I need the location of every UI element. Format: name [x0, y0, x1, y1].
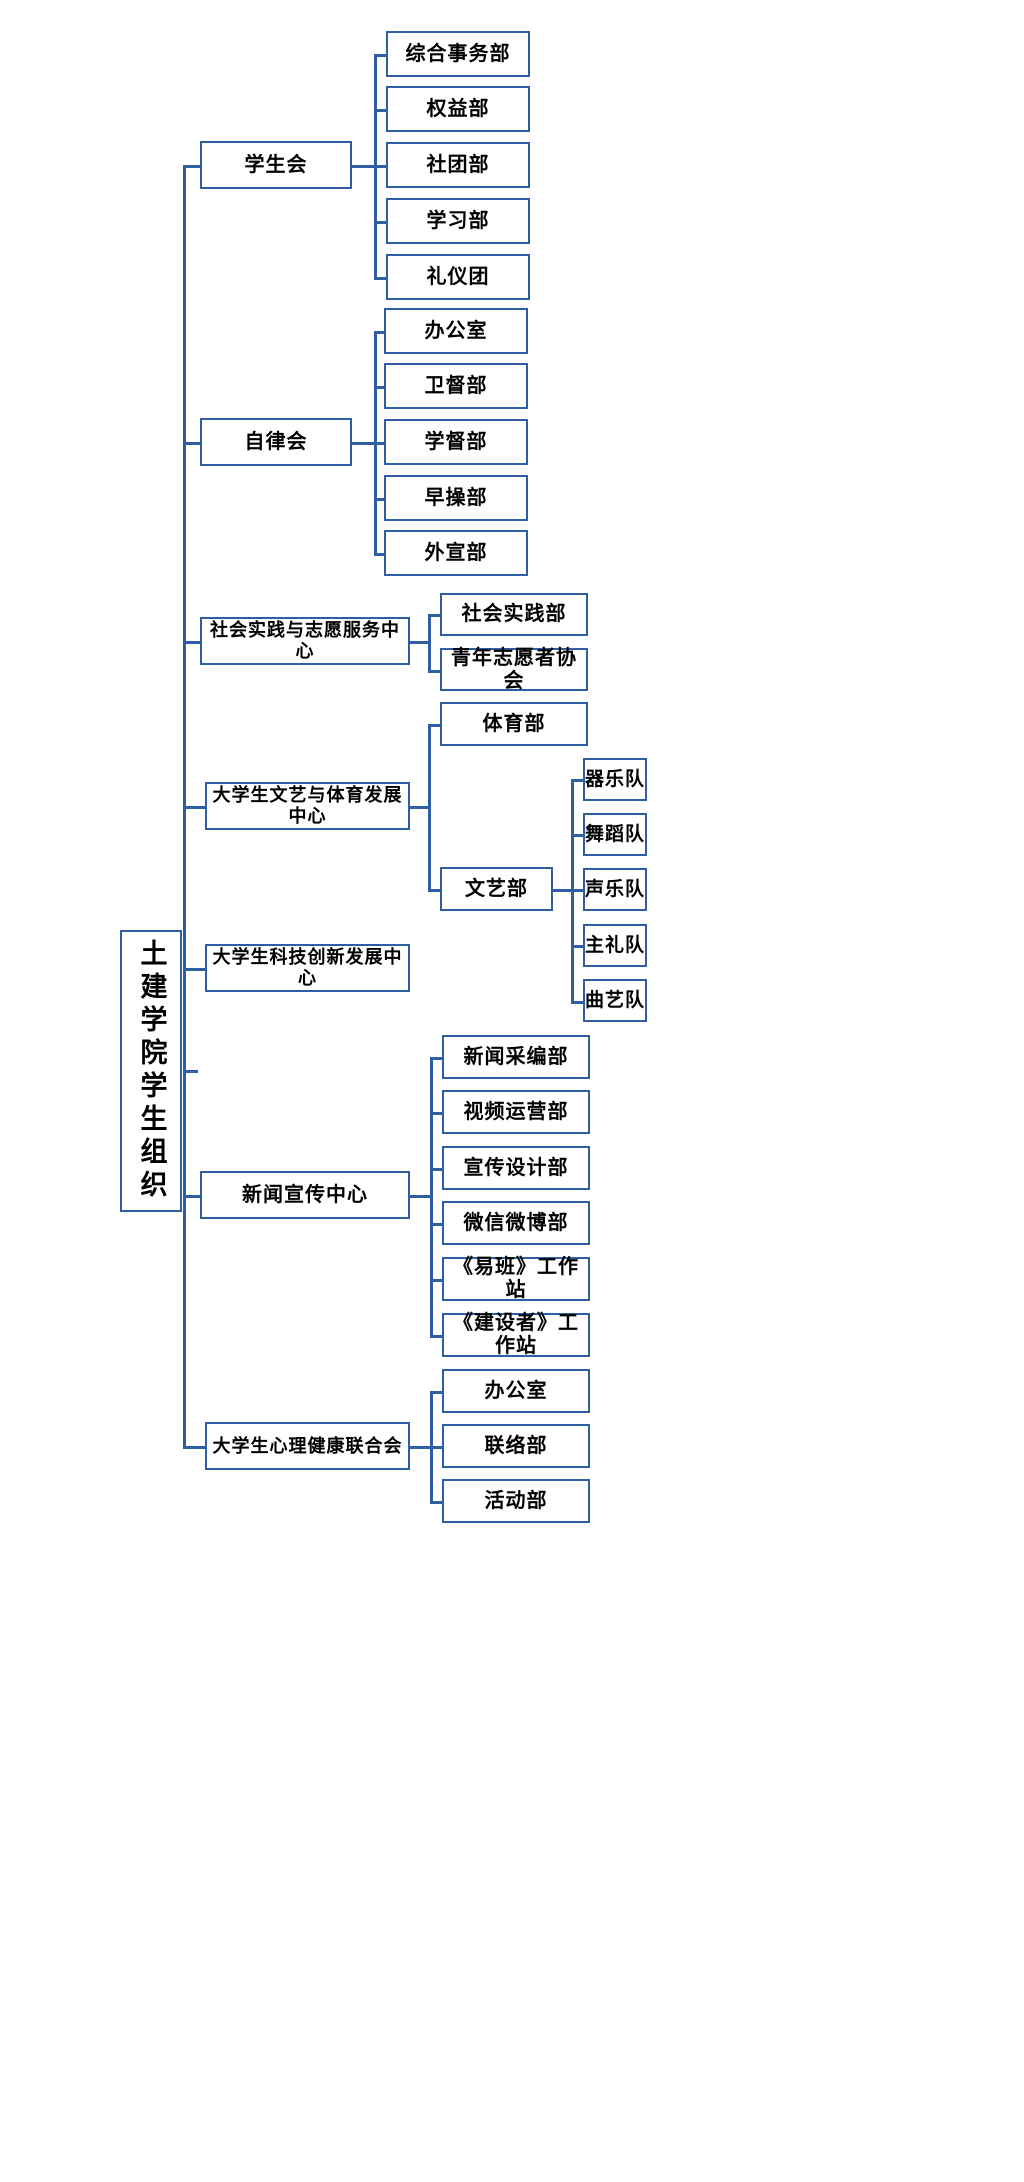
connector-out-xinli — [410, 1446, 432, 1449]
connector-child-stub — [428, 889, 440, 892]
branch-node-xinli[interactable]: 大学生心理健康联合会 — [205, 1422, 410, 1470]
leaf-node[interactable]: 综合事务部 — [386, 31, 530, 77]
leaf-node[interactable]: 社会实践部 — [440, 593, 588, 636]
connector-bus-xinwen — [430, 1057, 433, 1335]
connector-child-stub — [374, 386, 384, 389]
connector-child-stub — [428, 614, 440, 617]
connector-child-stub — [374, 165, 386, 168]
leaf-node[interactable]: 舞蹈队 — [583, 813, 647, 856]
connector-child-stub — [374, 331, 384, 334]
connector-child-stub — [374, 221, 386, 224]
branch-node-xueshenghui[interactable]: 学生会 — [200, 141, 352, 189]
connector-child-stub — [428, 670, 440, 673]
connector-spine-to-l1 — [183, 806, 205, 809]
connector-out-xueshenghui — [352, 165, 376, 168]
leaf-node[interactable]: 早操部 — [384, 475, 528, 521]
leaf-node[interactable]: 视频运营部 — [442, 1090, 590, 1134]
connector-bus-wenyi — [428, 724, 431, 890]
leaf-node[interactable]: 办公室 — [384, 308, 528, 354]
connector-spine-to-l1 — [183, 1446, 205, 1449]
leaf-node[interactable]: 曲艺队 — [583, 979, 647, 1022]
connector-child-stub — [374, 442, 384, 445]
connector-child-stub — [571, 1001, 583, 1004]
leaf-node[interactable]: 卫督部 — [384, 363, 528, 409]
connector-out-shijian — [410, 641, 430, 644]
leaf-node[interactable]: 礼仪团 — [386, 254, 530, 300]
connector-spine-to-l1 — [183, 968, 205, 971]
connector-child-stub — [374, 553, 384, 556]
leaf-node[interactable]: 社团部 — [386, 142, 530, 188]
connector-child-stub — [571, 945, 583, 948]
connector-child-stub — [430, 1391, 442, 1394]
connector-root-stem — [183, 1070, 198, 1073]
connector-spine-to-l1 — [183, 1195, 200, 1198]
connector-child-stub — [374, 54, 386, 57]
connector-child-stub — [430, 1057, 442, 1060]
leaf-node[interactable]: 体育部 — [440, 702, 588, 746]
leaf-node[interactable]: 宣传设计部 — [442, 1146, 590, 1190]
connector-out-zilvhui — [352, 442, 376, 445]
connector-child-stub — [430, 1335, 442, 1338]
connector-child-stub — [571, 889, 583, 892]
leaf-node[interactable]: 微信微博部 — [442, 1201, 590, 1245]
leaf-node[interactable]: 青年志愿者协会 — [440, 647, 588, 692]
connector-spine-to-l1 — [183, 165, 200, 168]
branch-node-zilvhui[interactable]: 自律会 — [200, 418, 352, 466]
connector-child-stub — [430, 1112, 442, 1115]
leaf-node[interactable]: 学督部 — [384, 419, 528, 465]
branch-node-shijian[interactable]: 社会实践与志愿服务中心 — [200, 617, 410, 665]
leaf-node[interactable]: 主礼队 — [583, 924, 647, 967]
connector-child-stub — [428, 724, 440, 727]
connector-child-stub — [374, 498, 384, 501]
branch-node-xinwen[interactable]: 新闻宣传中心 — [200, 1171, 410, 1219]
connector-out-xinwen — [410, 1195, 432, 1198]
root-node[interactable]: 土建学院学生组织 — [120, 930, 182, 1212]
connector-child-stub — [374, 109, 386, 112]
connector-child-stub — [430, 1223, 442, 1226]
leaf-node[interactable]: 《建设者》工作站 — [442, 1312, 590, 1357]
branch-node-wenyi[interactable]: 大学生文艺与体育发展中心 — [205, 782, 410, 830]
leaf-node[interactable]: 外宣部 — [384, 530, 528, 576]
leaf-node[interactable]: 活动部 — [442, 1479, 590, 1523]
leaf-node[interactable]: 办公室 — [442, 1369, 590, 1413]
connector-child-stub — [430, 1279, 442, 1282]
connector-child-stub — [430, 1501, 442, 1504]
leaf-node[interactable]: 《易班》工作站 — [442, 1256, 590, 1301]
connector-bus-shijian — [428, 614, 431, 670]
leaf-node[interactable]: 器乐队 — [583, 758, 647, 801]
connector-child-stub — [430, 1446, 442, 1449]
connector-child-stub — [374, 277, 386, 280]
leaf-node[interactable]: 学习部 — [386, 198, 530, 244]
connector-child-stub — [430, 1168, 442, 1171]
leaf-node[interactable]: 联络部 — [442, 1424, 590, 1468]
connector-spine-to-l1 — [183, 442, 200, 445]
connector-out-wenyibu — [553, 889, 573, 892]
leaf-node[interactable]: 权益部 — [386, 86, 530, 132]
branch-node-wenyibu[interactable]: 文艺部 — [440, 867, 553, 911]
leaf-node[interactable]: 新闻采编部 — [442, 1035, 590, 1079]
connector-spine-to-l1 — [183, 641, 200, 644]
connector-out-wenyi — [410, 806, 430, 809]
leaf-node[interactable]: 声乐队 — [583, 868, 647, 911]
connector-child-stub — [571, 834, 583, 837]
connector-child-stub — [571, 779, 583, 782]
branch-node-kejichuangxin[interactable]: 大学生科技创新发展中心 — [205, 944, 410, 992]
